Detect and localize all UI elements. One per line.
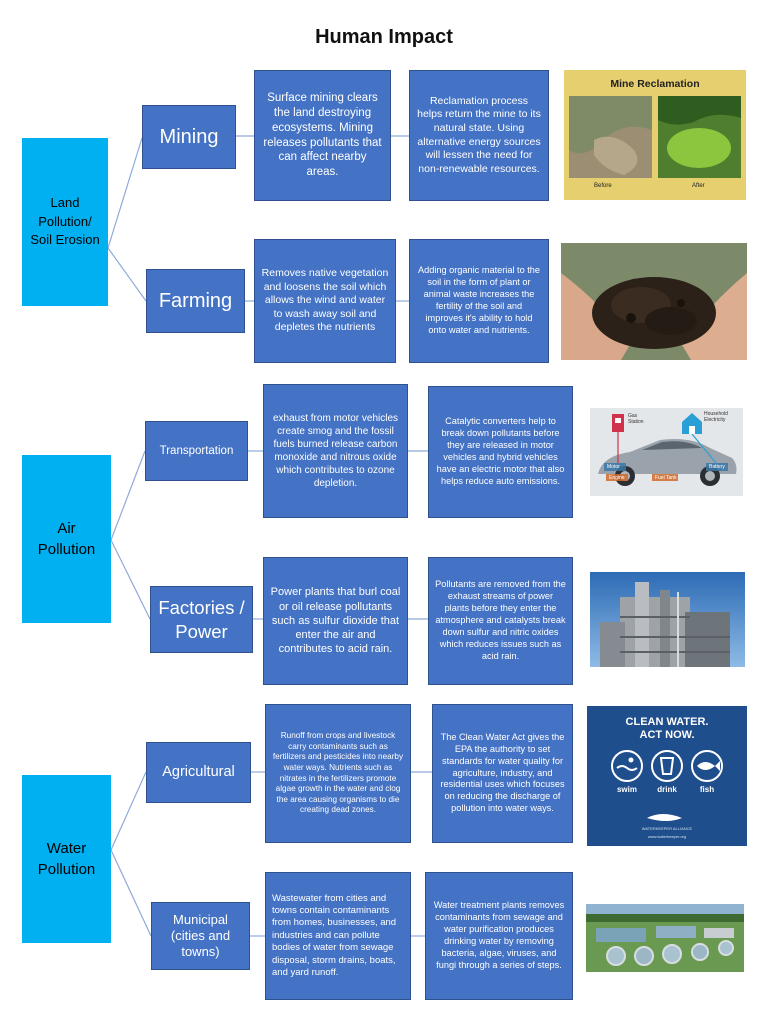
solution-text: Catalytic converters help to break down … — [435, 416, 566, 488]
solution-agricultural: The Clean Water Act gives the EPA the au… — [432, 704, 573, 843]
solution-text: Adding organic material to the soil in t… — [416, 265, 542, 337]
effect-text: Removes native vegetation and loosens th… — [261, 267, 389, 335]
power-plant-image — [590, 572, 745, 667]
poster-url: www.waterkeeper.org — [587, 834, 747, 839]
solution-text: The Clean Water Act gives the EPA the au… — [439, 732, 566, 816]
swim-label: swim — [615, 785, 639, 794]
gas-station-label: Gas Station — [628, 414, 650, 425]
sub-label: Transportation — [160, 444, 234, 458]
engine-label: Engine — [609, 475, 625, 481]
hybrid-car-image: Gas Station Household Electricity Motor … — [590, 408, 743, 496]
before-after-photos — [564, 70, 746, 200]
effect-text: exhaust from motor vehicles create smog … — [270, 412, 401, 490]
sub-agricultural: Agricultural — [146, 742, 251, 803]
solution-municipal: Water treatment plants removes contamina… — [425, 872, 573, 1000]
sub-label: Farming — [159, 289, 232, 314]
sub-label: Factories / Power — [155, 596, 248, 642]
category-label: Land Pollution/ Soil Erosion — [26, 194, 104, 251]
soil-hands-image — [561, 243, 747, 360]
solution-mining: Reclamation process helps return the min… — [409, 70, 549, 201]
poster-footer: WATERKEEPER ALLIANCE — [587, 826, 747, 831]
effect-agricultural: Runoff from crops and livestock carry co… — [265, 704, 411, 843]
category-water-pollution: Water Pollution — [22, 775, 111, 943]
effect-farming: Removes native vegetation and loosens th… — [254, 239, 396, 363]
solution-text: Water treatment plants removes contamina… — [432, 900, 566, 972]
water-treatment-image — [586, 904, 744, 972]
sub-label: Agricultural — [162, 763, 235, 781]
sub-label: Municipal (cities and towns) — [156, 912, 245, 961]
power-plant-photo — [590, 572, 745, 667]
before-label: Before — [594, 183, 612, 189]
sub-farming: Farming — [146, 269, 245, 333]
effect-text: Runoff from crops and livestock carry co… — [272, 731, 404, 816]
category-label: Water Pollution — [28, 838, 105, 880]
soil-hands-photo — [561, 243, 747, 360]
effect-transportation: exhaust from motor vehicles create smog … — [263, 384, 408, 518]
battery-label: Battery — [709, 464, 725, 470]
sub-transportation: Transportation — [145, 421, 248, 481]
drink-label: drink — [653, 785, 681, 794]
effect-mining: Surface mining clears the land destroyin… — [254, 70, 391, 201]
effect-text: Surface mining clears the land destroyin… — [261, 91, 384, 181]
solution-transportation: Catalytic converters help to break down … — [428, 386, 573, 518]
motor-label: Motor — [607, 464, 620, 470]
poster-icons — [587, 706, 747, 846]
category-air-pollution: Air Pollution — [22, 455, 111, 623]
household-label: Household Electricity — [704, 412, 740, 423]
clean-water-poster: CLEAN WATER. ACT NOW. swim drink fish WA… — [587, 706, 747, 846]
effect-text: Power plants that burl coal or oil relea… — [270, 585, 401, 656]
sub-factories-power: Factories / Power — [150, 586, 253, 653]
solution-text: Pollutants are removed from the exhaust … — [435, 579, 566, 663]
water-treatment-photo — [586, 904, 744, 972]
sub-label: Mining — [160, 125, 219, 150]
sub-municipal: Municipal (cities and towns) — [151, 902, 250, 970]
effect-municipal: Wastewater from cities and towns contain… — [265, 872, 411, 1000]
fuel-tank-label: Fuel Tank — [655, 475, 677, 481]
sub-mining: Mining — [142, 105, 236, 169]
category-label: Air Pollution — [28, 518, 105, 560]
solution-factories: Pollutants are removed from the exhaust … — [428, 557, 573, 685]
effect-text: Wastewater from cities and towns contain… — [272, 893, 404, 979]
solution-farming: Adding organic material to the soil in t… — [409, 239, 549, 363]
after-label: After — [692, 183, 705, 189]
solution-text: Reclamation process helps return the min… — [416, 95, 542, 177]
effect-factories: Power plants that burl coal or oil relea… — [263, 557, 408, 685]
category-land-pollution: Land Pollution/ Soil Erosion — [22, 138, 108, 306]
mine-reclamation-image: Mine Reclamation Before After — [564, 70, 746, 200]
fish-label: fish — [695, 785, 719, 794]
